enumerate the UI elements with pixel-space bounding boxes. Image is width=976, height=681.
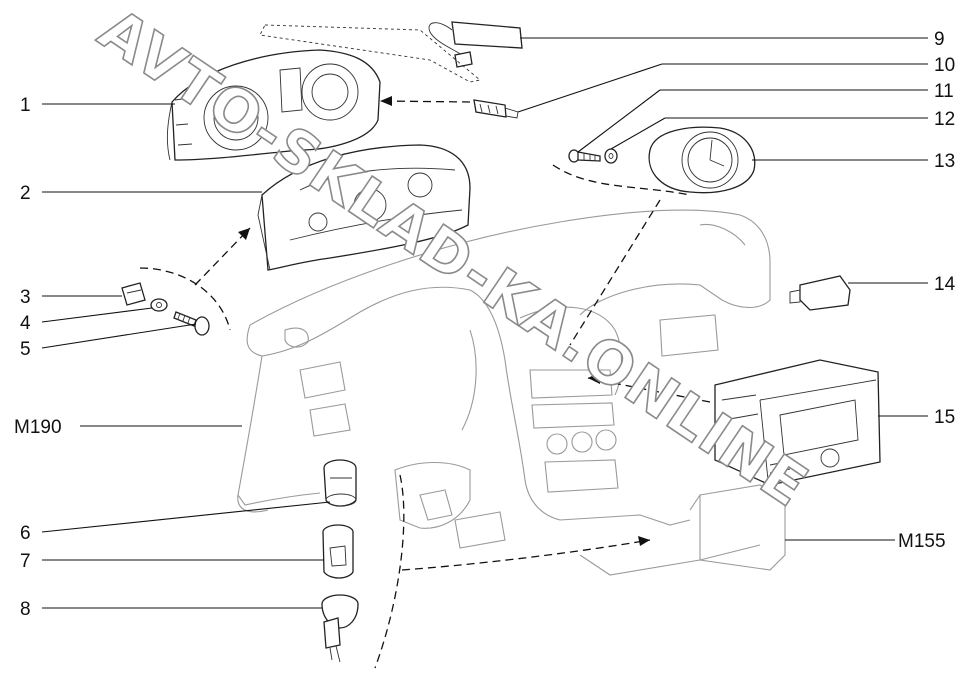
callout-15: 15 — [934, 407, 955, 428]
callout-5: 5 — [20, 339, 31, 360]
dashed-radio-path — [587, 377, 711, 403]
callout-6: 6 — [20, 523, 31, 544]
dashboard-outline — [237, 209, 786, 576]
callout-12: 12 — [934, 109, 955, 130]
switch-part-14 — [789, 275, 851, 311]
callout-14: 14 — [934, 274, 956, 295]
callout-m155: M155 — [898, 531, 946, 552]
radio-part-15 — [714, 359, 881, 486]
callout-m190: M190 — [14, 417, 62, 438]
dashed-connector-path — [379, 100, 471, 103]
washer-part-4 — [150, 298, 168, 312]
callout-8: 8 — [20, 599, 31, 620]
screw-part-5 — [173, 311, 210, 336]
callout-4: 4 — [20, 313, 31, 334]
screw-part-11 — [568, 149, 601, 163]
instrument-cluster-front — [257, 144, 471, 271]
callout-9: 9 — [934, 29, 945, 50]
dashed-cluster-path — [194, 227, 251, 286]
callout-13: 13 — [934, 151, 955, 172]
callout-11: 11 — [934, 81, 954, 102]
dashed-clock-path — [552, 164, 691, 196]
connector-part-10 — [473, 99, 519, 119]
lighter-socket-part-7 — [322, 524, 354, 579]
callout-1: 1 — [20, 95, 31, 116]
arrowheads — [238, 96, 650, 546]
dashed-socket-bracket — [374, 474, 405, 669]
dashed-clock-to-dash — [569, 199, 661, 346]
callout-3: 3 — [20, 287, 31, 308]
instrument-cluster-housing — [166, 49, 381, 161]
assembly-paths — [139, 100, 711, 669]
callout-labels: 1 2 3 4 5 M190 6 7 8 9 10 11 12 13 14 15… — [14, 29, 956, 620]
watermark-text: AVTO-SKLAD-KA.ONLINE — [87, 0, 821, 521]
callout-7: 7 — [20, 551, 31, 572]
watermark: AVTO-SKLAD-KA.ONLINE — [86, 0, 821, 522]
callout-2: 2 — [20, 183, 31, 204]
dashed-socket-to-console — [401, 539, 651, 571]
cigarette-lighter-part-6 — [323, 459, 357, 507]
module-part-9 — [428, 21, 523, 68]
leader-lines — [41, 37, 928, 609]
washer-part-12 — [604, 148, 618, 164]
socket-housing-part-8 — [321, 594, 359, 663]
callout-10: 10 — [934, 55, 955, 76]
clock-part-13 — [648, 126, 756, 194]
clip-part-3 — [121, 282, 146, 306]
